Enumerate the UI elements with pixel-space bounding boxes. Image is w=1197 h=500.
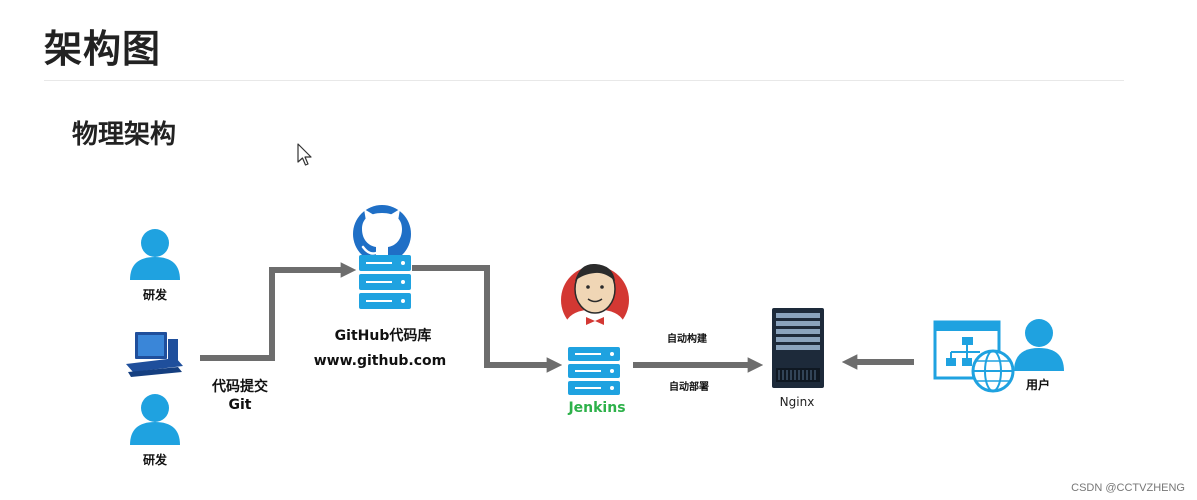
section-title: 物理架构	[72, 120, 177, 150]
github-url: www.github.com	[313, 353, 447, 369]
mouse-pointer-icon	[297, 143, 312, 166]
globe-icon	[971, 349, 1015, 393]
jenkins-logo-icon	[561, 263, 629, 336]
commit-label-line2: Git	[228, 397, 252, 413]
github-server-icon	[359, 255, 411, 309]
github-logo-icon	[353, 205, 411, 263]
jenkins-server-icon	[568, 347, 620, 395]
commit-label-line1: 代码提交	[212, 379, 268, 395]
developer-bottom-label: 研发	[142, 453, 168, 467]
build-label: 自动构建	[667, 334, 707, 345]
nginx-label: Nginx	[779, 395, 815, 409]
watermark: CSDN @CCTVZHENG	[1071, 482, 1185, 494]
user-icon	[1014, 319, 1064, 371]
nginx-server-icon	[772, 308, 824, 388]
page-title: 架构图	[44, 27, 162, 71]
jenkins-label: Jenkins	[568, 400, 626, 416]
github-to-jenkins-arrow	[412, 265, 563, 373]
title-divider	[44, 80, 1124, 81]
commit-label: 代码提交 Git	[212, 378, 268, 414]
developer-top-icon	[130, 229, 180, 280]
computer-icon	[126, 332, 183, 377]
commit-arrow	[200, 262, 357, 361]
github-label: GitHub代码库	[334, 328, 432, 344]
deploy-label: 自动部署	[669, 382, 709, 393]
developer-top-label: 研发	[142, 288, 168, 302]
developer-bottom-icon	[130, 394, 180, 445]
user-label: 用户	[1025, 378, 1051, 392]
